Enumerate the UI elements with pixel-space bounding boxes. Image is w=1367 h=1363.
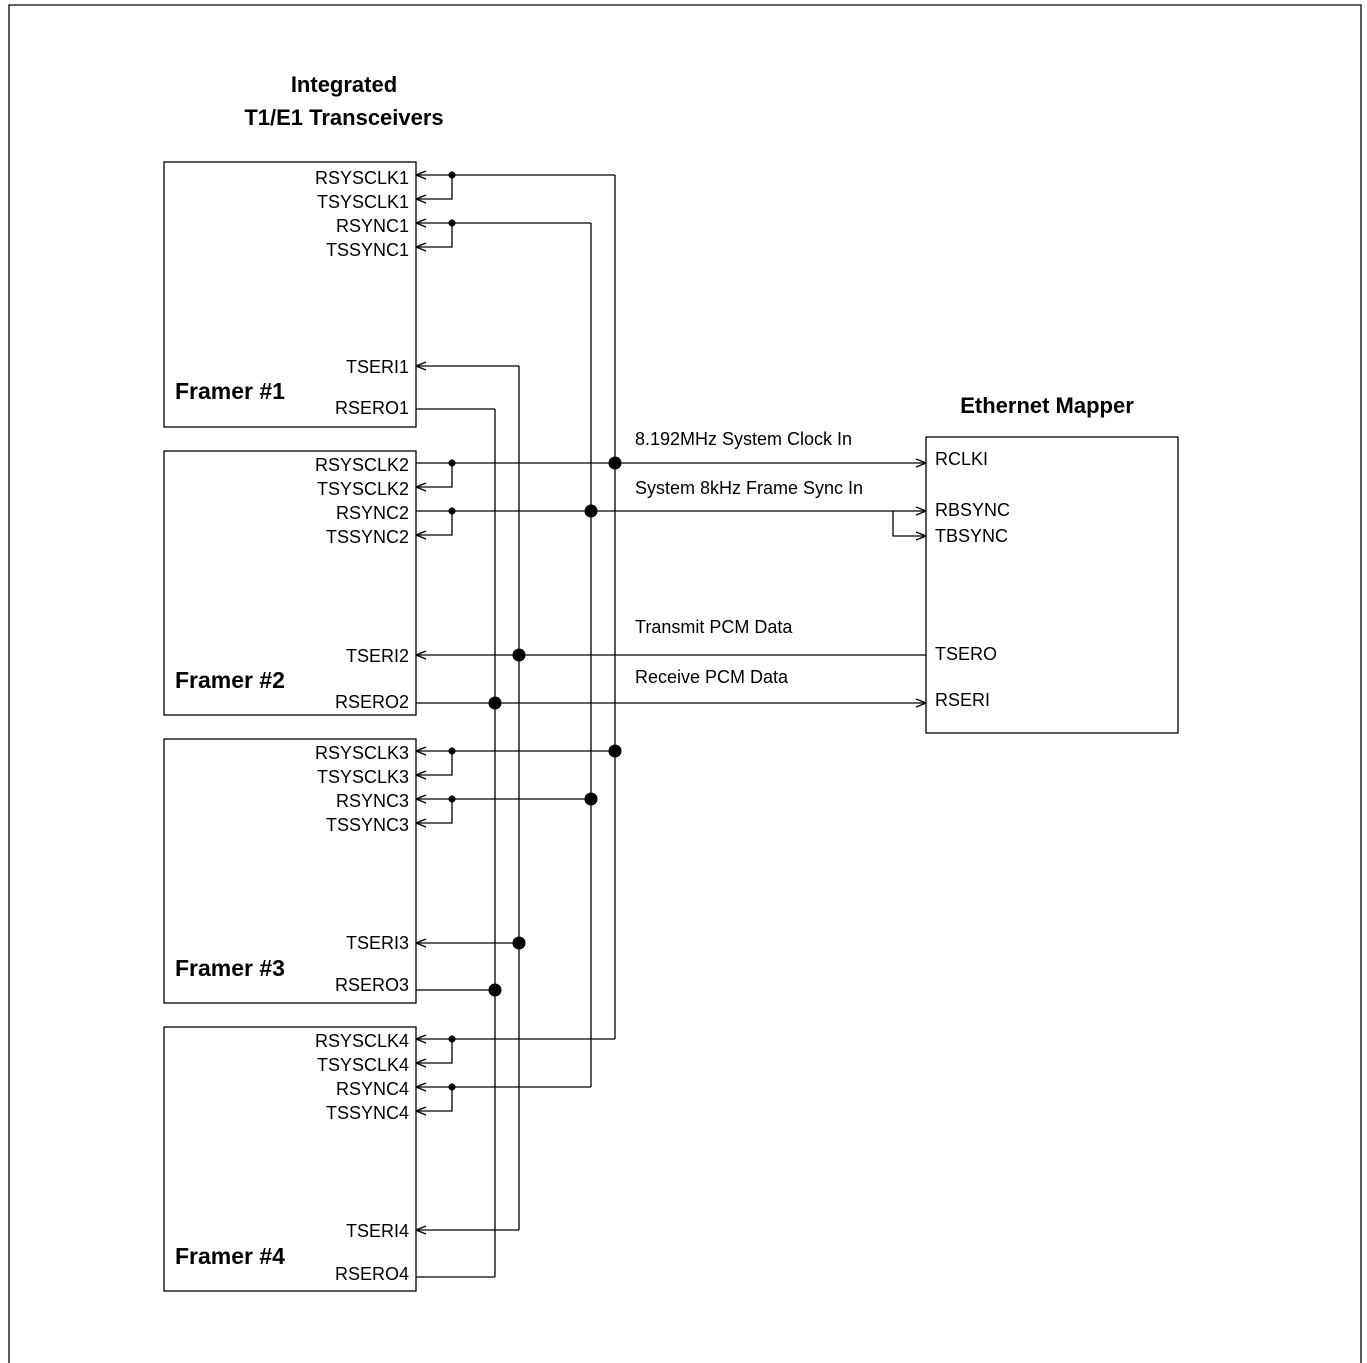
pin-tsysclk4: TSYSCLK4 [317,1055,409,1075]
pin-tseri2: TSERI2 [346,646,409,666]
ethernet-mapper-box [925,436,1179,734]
pin-rsync1: RSYNC1 [336,216,409,236]
signal-sync-label: System 8kHz Frame Sync In [635,478,863,498]
pin-rsync2: RSYNC2 [336,503,409,523]
pin-rbsync: RBSYNC [935,500,1010,520]
framer-1-name: Framer #1 [175,378,285,404]
pin-tsero: TSERO [935,644,997,664]
small-junctions [448,171,456,1091]
framer-2-box [163,450,417,716]
mapper-title: Ethernet Mapper [960,393,1134,418]
pin-rsync4: RSYNC4 [336,1079,409,1099]
framer-4-name: Framer #4 [175,1243,285,1269]
pin-tssync4: TSSYNC4 [326,1103,409,1123]
pin-tsysclk2: TSYSCLK2 [317,479,409,499]
pin-tsysclk1: TSYSCLK1 [317,192,409,212]
pin-rsero4: RSERO4 [335,1264,409,1284]
pin-rsysclk2: RSYSCLK2 [315,455,409,475]
signal-rx-label: Receive PCM Data [635,667,789,687]
pin-tseri4: TSERI4 [346,1221,409,1241]
framer-1-box [163,161,417,428]
pin-rclki: RCLKI [935,449,988,469]
pin-tbsync: TBSYNC [935,526,1008,546]
pin-rsero3: RSERO3 [335,975,409,995]
receive-pcm-bus [416,408,926,1278]
pin-rsysclk3: RSYSCLK3 [315,743,409,763]
pin-rsysclk1: RSYSCLK1 [315,168,409,188]
clock-bus [416,175,926,1039]
pin-tseri1: TSERI1 [346,357,409,377]
pin-rsero1: RSERO1 [335,398,409,418]
pin-tssync1: TSSYNC1 [326,240,409,260]
pin-rsysclk4: RSYSCLK4 [315,1031,409,1051]
framer-3-name: Framer #3 [175,955,285,981]
pin-tsysclk3: TSYSCLK3 [317,767,409,787]
framer-3-box [163,738,417,1004]
pin-tssync3: TSSYNC3 [326,815,409,835]
local-taps [416,175,453,1111]
signal-clock-label: 8.192MHz System Clock In [635,429,852,449]
signal-tx-label: Transmit PCM Data [635,617,793,637]
pin-rsync3: RSYNC3 [336,791,409,811]
transceivers-title-line2: T1/E1 Transceivers [244,105,443,130]
bus-junctions [488,456,622,997]
framer-2-name: Framer #2 [175,667,285,693]
pin-tssync2: TSSYNC2 [326,527,409,547]
pin-rsero2: RSERO2 [335,692,409,712]
transmit-pcm-bus [416,366,926,1230]
transceivers-title-line1: Integrated [291,72,397,97]
page-border [8,4,1362,1363]
pin-rseri: RSERI [935,690,990,710]
pin-tseri3: TSERI3 [346,933,409,953]
framer-4-box [163,1026,417,1292]
